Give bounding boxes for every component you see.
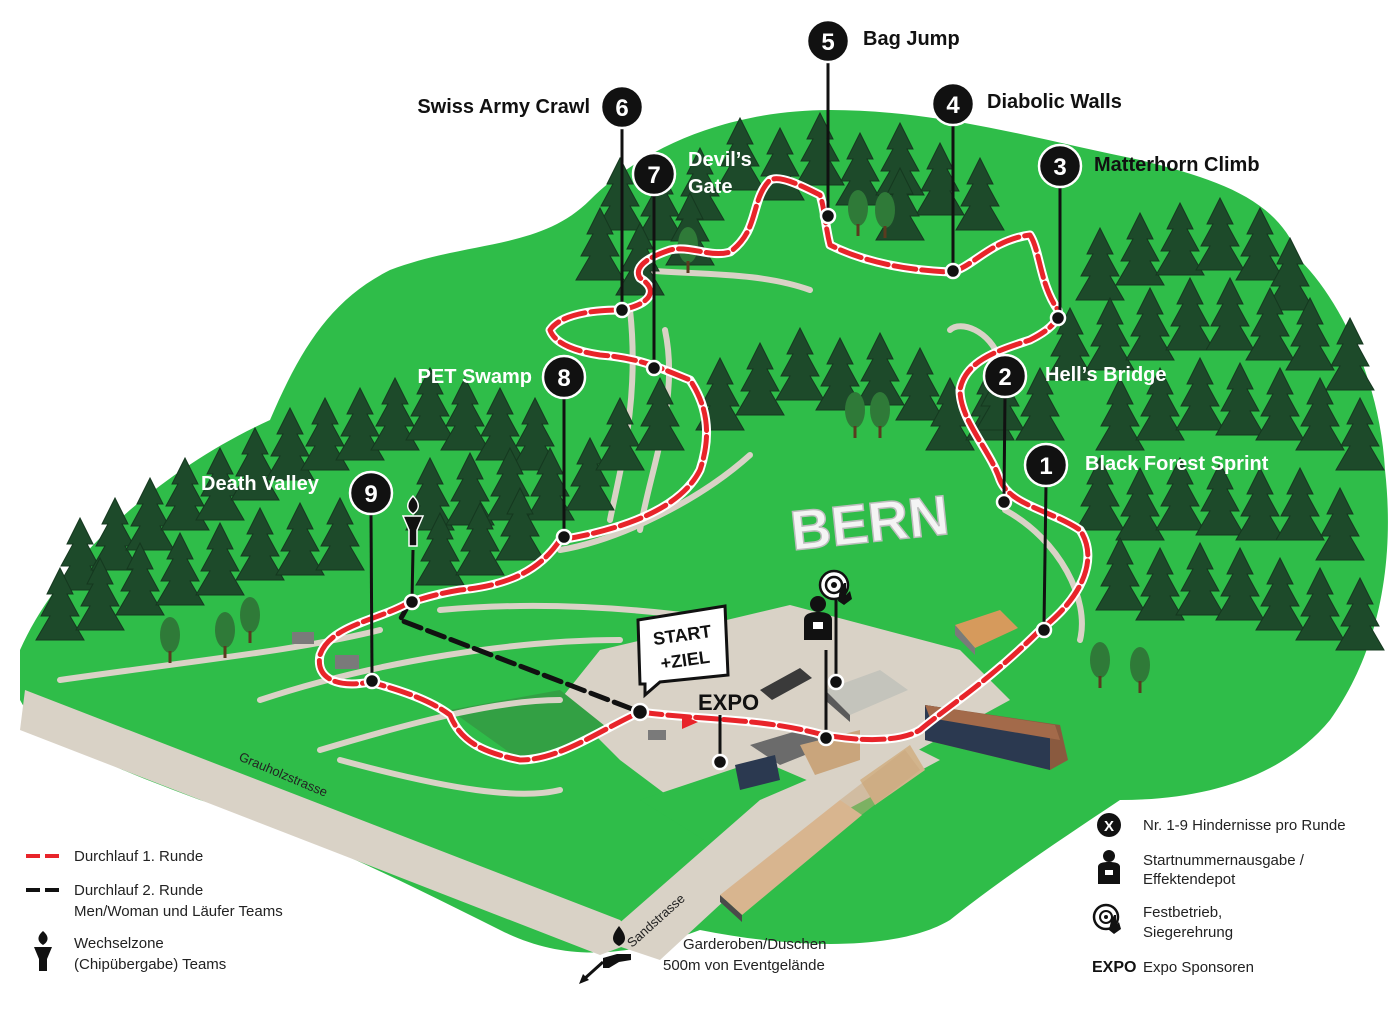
obstacle-6[interactable]: 6 Swiss Army Crawl [417, 84, 645, 130]
obstacle-2[interactable]: 2 Hell’s Bridge [982, 353, 1167, 399]
bib-pickup-icon [804, 596, 832, 640]
legend-round2: Durchlauf 2. Runde [74, 882, 203, 899]
svg-text:2: 2 [998, 364, 1011, 391]
obstacle-7-label-line2: Gate [688, 176, 732, 198]
obstacle-5[interactable]: 5 Bag Jump [805, 18, 960, 64]
grauholzstrasse-road [20, 690, 640, 955]
obstacle-3-label: Matterhorn Climb [1094, 154, 1260, 176]
festival-icon [818, 569, 852, 605]
legend-expo-symbol: EXPO [1092, 959, 1136, 976]
svg-text:8: 8 [557, 365, 570, 392]
legend-showers-distance: 500m von Eventgelände [663, 957, 825, 974]
legend-bib-line2: Effektendepot [1143, 871, 1236, 888]
legend-round1: Durchlauf 1. Runde [74, 848, 203, 865]
legend-expo: Expo Sponsoren [1143, 959, 1254, 976]
obstacle-2-label: Hell’s Bridge [1045, 364, 1167, 386]
obstacle-1[interactable]: 1 Black Forest Sprint [1023, 442, 1269, 488]
obstacle-7-label-line1: Devil’s [688, 149, 752, 171]
obstacle-9-label: Death Valley [201, 473, 320, 495]
route-round-1 [314, 174, 1093, 765]
obstacle-1-label: Black Forest Sprint [1085, 453, 1269, 475]
legend-round2-sub: Men/Woman und Läufer Teams [74, 903, 283, 920]
legend-right: X Nr. 1-9 Hindernisse pro Runde Startnum… [1092, 813, 1346, 976]
obstacle-5-label: Bag Jump [863, 28, 960, 50]
legend-festival-icon [1092, 903, 1121, 934]
legend-obstacles: Nr. 1-9 Hindernisse pro Runde [1143, 817, 1346, 834]
legend-left: Durchlauf 1. Runde Durchlauf 2. Runde Me… [26, 848, 283, 973]
svg-text:5: 5 [821, 29, 834, 56]
legend-festival-line2: Siegerehrung [1143, 924, 1233, 941]
buildings [292, 610, 1068, 922]
obstacle-8-label: PET Swamp [418, 366, 532, 388]
obstacle-6-label: Swiss Army Crawl [417, 96, 590, 118]
lawn-field [640, 760, 830, 850]
svg-text:1: 1 [1039, 453, 1052, 480]
expo-label: EXPO [698, 690, 759, 715]
obstacle-7[interactable]: 7 Devil’s Gate [631, 149, 752, 198]
obstacle-4[interactable]: 4 Diabolic Walls [930, 81, 1122, 127]
legend-showers: Garderoben/Duschen [683, 936, 826, 953]
legend-obstacle-symbol: X [1104, 818, 1114, 835]
start-finish-sign: START +ZIEL [636, 604, 730, 699]
legend-bib-line1: Startnummernausgabe / [1143, 852, 1305, 869]
legend-torch-icon [34, 931, 52, 971]
obstacle-9[interactable]: 9 Death Valley [201, 470, 394, 516]
svg-text:3: 3 [1053, 154, 1066, 181]
obstacle-8[interactable]: 8 PET Swamp [418, 354, 587, 400]
obstacle-3[interactable]: 3 Matterhorn Climb [1037, 143, 1260, 189]
obstacle-pins [363, 62, 1067, 771]
legend-relay-sub: (Chipübergabe) Teams [74, 956, 226, 973]
legend-bib-icon [1098, 850, 1120, 884]
legend-relay: Wechselzone [74, 935, 164, 952]
svg-text:9: 9 [364, 481, 377, 508]
legend-festival-line1: Festbetrieb, [1143, 904, 1222, 921]
svg-text:7: 7 [647, 162, 660, 189]
relay-torch-icon [401, 494, 425, 547]
obstacle-4-label: Diabolic Walls [987, 91, 1122, 113]
legend-center: Garderoben/Duschen 500m von Eventgelände [579, 926, 826, 984]
svg-text:4: 4 [946, 92, 960, 119]
shower-hand-icon [579, 926, 631, 984]
svg-text:6: 6 [615, 95, 628, 122]
